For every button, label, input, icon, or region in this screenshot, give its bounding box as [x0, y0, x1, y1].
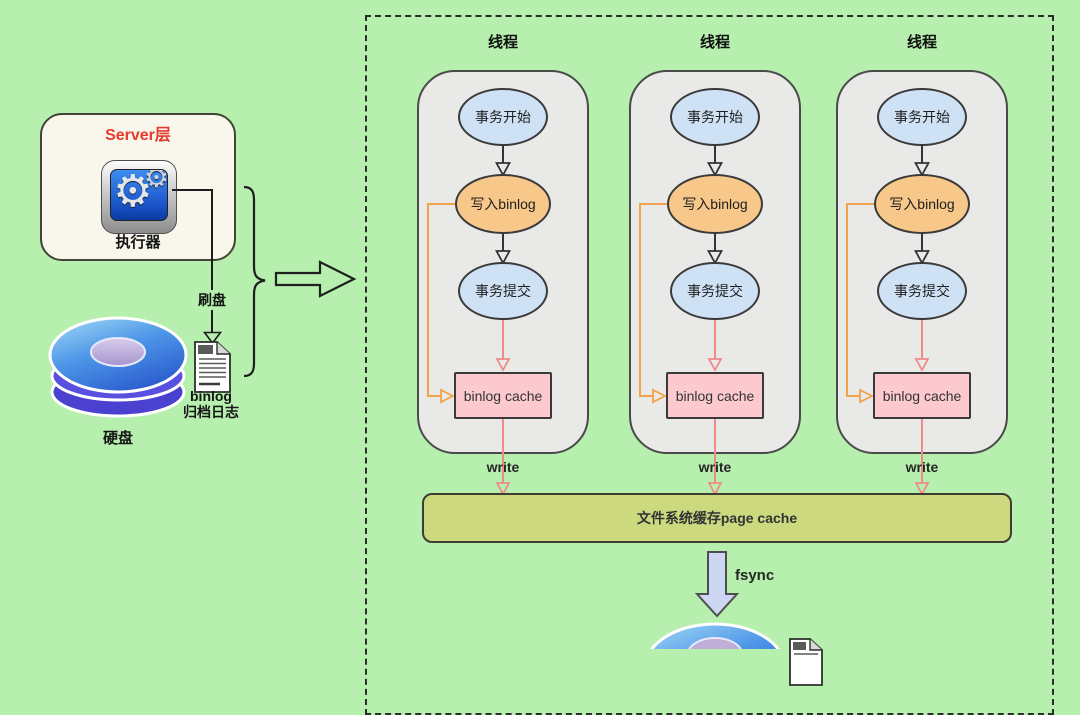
- flow-arrows: [639, 146, 724, 496]
- txn-commit-node: 事务提交: [877, 262, 967, 320]
- hard-disk-icon: [48, 316, 188, 418]
- txn-commit-node: 事务提交: [670, 262, 760, 320]
- txn-begin-node: 事务开始: [877, 88, 967, 146]
- write-binlog-node: 写入binlog: [455, 174, 551, 234]
- fsync-arrow-icon: [695, 551, 740, 618]
- flow-arrows: [846, 146, 931, 496]
- executor-connector-vertical: [211, 189, 213, 333]
- write-label: write: [698, 459, 732, 475]
- server-layer-box: Server层 ⚙ ⚙ 执行器: [40, 113, 236, 261]
- flush-arrowhead-icon: [203, 331, 223, 345]
- binlog-file-label: binlog 归档日志: [176, 388, 246, 420]
- thread-title: 线程: [699, 34, 730, 51]
- binlog-cache-box: binlog cache: [454, 372, 552, 419]
- hard-disk-label: 硬盘: [102, 430, 133, 447]
- write-label: write: [905, 459, 939, 475]
- write-binlog-node: 写入binlog: [874, 174, 970, 234]
- executor-connector-horizontal: [172, 189, 213, 191]
- txn-commit-node: 事务提交: [458, 262, 548, 320]
- thread-title: 线程: [487, 34, 518, 51]
- thread-title: 线程: [906, 34, 937, 51]
- flow-arrows: [427, 146, 512, 496]
- txn-begin-node: 事务开始: [670, 88, 760, 146]
- binlog-file-label-line1: binlog: [190, 388, 232, 404]
- bottom-file-icon: [789, 638, 823, 686]
- write-binlog-node: 写入binlog: [667, 174, 763, 234]
- flush-disk-label: 刷盘: [190, 290, 234, 310]
- binlog-cache-box: binlog cache: [666, 372, 764, 419]
- gears-app-screen: ⚙ ⚙: [110, 169, 168, 221]
- fsync-label: fsync: [735, 567, 775, 584]
- expand-arrow-icon: [274, 260, 357, 298]
- thread-column-3: 线程 事务开始 写入binlog 事务提交 binlog cache write: [835, 0, 1009, 520]
- bottom-disk-icon: [650, 622, 780, 649]
- thread-column-2: 线程 事务开始 写入binlog 事务提交 binlog cache write: [628, 0, 802, 520]
- thread-column-1: 线程 事务开始 写入binlog 事务提交 binlog cache write: [416, 0, 590, 520]
- diagram-canvas: { "title_hint": "MySQL binlog 写入流程示意图", …: [40, 0, 1054, 715]
- binlog-file-icon: [194, 341, 231, 393]
- page-cache-bar: 文件系统缓存page cache: [422, 493, 1012, 543]
- gear-icon: ⚙: [113, 169, 153, 216]
- server-layer-title: Server层: [105, 127, 171, 144]
- executor-label: 执行器: [115, 234, 161, 251]
- write-label: write: [486, 459, 520, 475]
- gear-icon: ⚙: [143, 169, 168, 193]
- gears-app-icon: ⚙ ⚙: [101, 160, 177, 234]
- txn-begin-node: 事务开始: [458, 88, 548, 146]
- curly-brace: [243, 185, 266, 378]
- binlog-file-label-line2: 归档日志: [183, 404, 239, 420]
- binlog-cache-box: binlog cache: [873, 372, 971, 419]
